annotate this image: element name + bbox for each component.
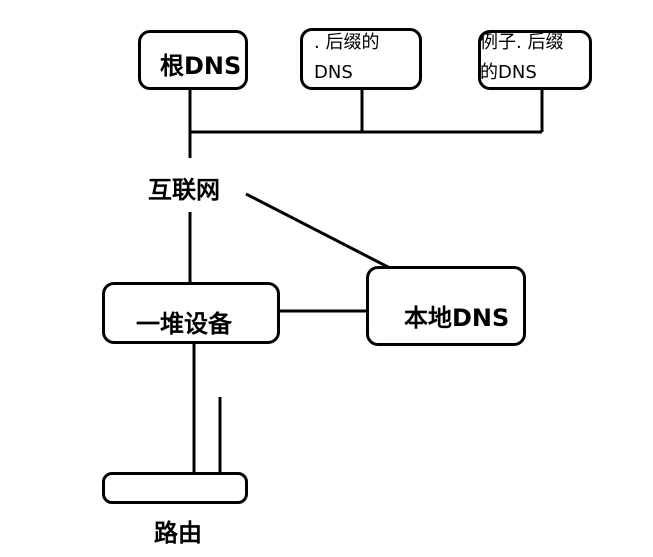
local-dns-box (366, 266, 526, 346)
suffix-dns-label-line1: . 后缀的 (314, 32, 380, 53)
devices-box (102, 282, 280, 344)
example-dns-label-line2: 的DNS (480, 62, 537, 83)
suffix-dns-box (300, 28, 422, 90)
router-box (102, 472, 248, 504)
suffix-dns-label-line2: DNS (314, 62, 353, 83)
example-dns-box (478, 30, 592, 90)
internet-label: 互联网 (148, 176, 220, 204)
devices-label: 一堆设备 (136, 310, 232, 338)
example-dns-label-line1: 例子. 后缀 (480, 32, 564, 53)
internet-local-dns-line (245, 192, 391, 270)
local-dns-label: 本地DNS (404, 304, 510, 332)
root-dns-box (138, 30, 248, 90)
root-dns-label: 根DNS (160, 52, 242, 80)
router-label: 路由 (154, 519, 202, 547)
